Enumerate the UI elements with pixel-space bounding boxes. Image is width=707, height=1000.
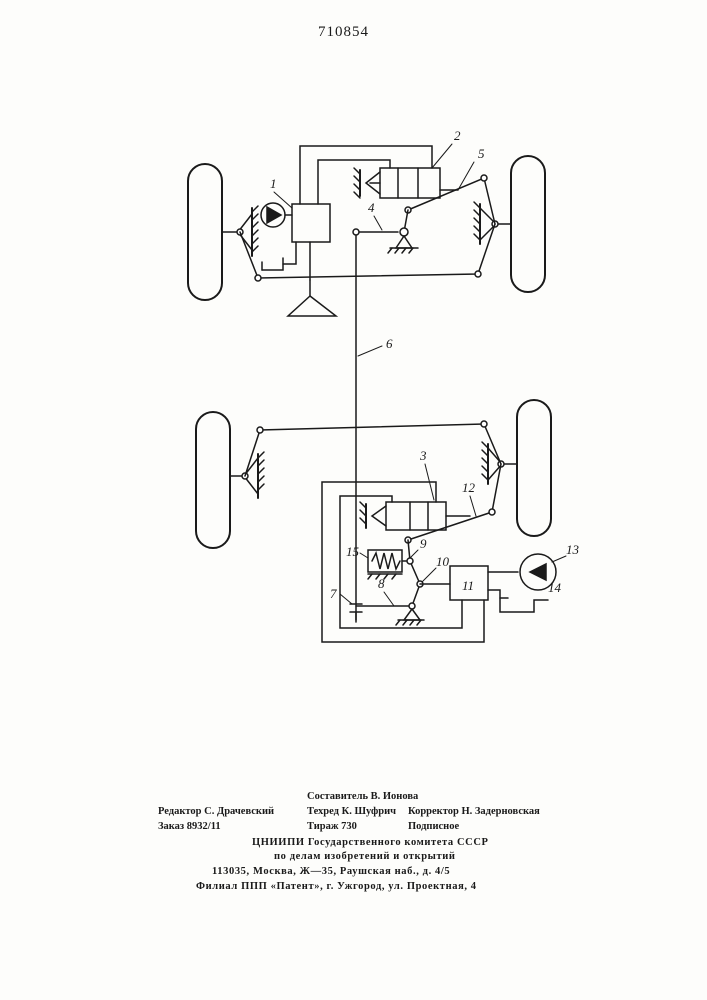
label-15: 15 [346,544,360,559]
label-5: 5 [478,146,485,161]
rear-right-pivot-support [481,441,518,485]
rear-distributor-valve [449,565,489,601]
label-2: 2 [454,128,461,143]
front-pump-icon [260,202,293,228]
label-8: 8 [378,576,385,591]
label-13: 13 [566,542,580,557]
rear-pump-icon [519,553,557,591]
imprint-techred: Техред К. Шуфрич [307,806,397,817]
front-steering-lever [407,176,496,225]
rear-feedback-lever [407,539,421,607]
label-7: 7 [330,586,337,601]
front-hydraulic-cylinder [353,167,459,199]
rear-hydraulic-line-inner [339,495,463,629]
front-tie-rod [239,223,496,279]
label-14: 14 [548,580,562,595]
imprint-address: 113035, Москва, Ж—35, Раушская наб., д. … [212,866,451,877]
imprint-branch: Филиал ППП «Патент», г. Ужгород, ул. Про… [196,881,477,892]
imprint-circulation: Тираж 730 [307,821,357,832]
imprint-org-line1: ЦНИИПИ Государственного комитета СССР [252,837,489,848]
rear-lever-pivot [355,602,425,626]
label-4: 4 [368,200,375,215]
rear-left-wheel [195,411,231,549]
centering-spring-block [367,549,411,580]
label-6: 6 [386,336,393,351]
patent-number: 710854 [318,24,369,40]
rear-tie-rod [244,423,502,477]
imprint-editor: Редактор С. Драчевский [158,806,275,817]
label-10: 10 [436,554,450,569]
front-right-wheel [510,155,546,293]
label-9: 9 [420,536,427,551]
rear-hydraulic-line-outer [321,481,485,643]
label-12: 12 [462,480,476,495]
rear-right-wheel [516,399,552,537]
imprint-subscription: Подписное [408,821,460,832]
front-left-wheel [187,163,223,301]
front-left-pivot-support [221,205,259,257]
imprint-compiler: Составитель В. Ионова [307,791,419,802]
label-11: 11 [462,578,474,593]
steering-column-base [286,295,339,317]
imprint-corrector: Корректор Н. Задерновская [408,806,540,817]
imprint-order: Заказ 8932/11 [158,821,221,832]
rear-tank [487,589,549,613]
front-right-pivot-support [473,201,512,245]
imprint-org-line2: по делам изобретений и открытий [274,851,456,862]
label-1: 1 [270,176,277,191]
front-feedback-lever [352,227,419,254]
label-3: 3 [419,448,427,463]
rear-hydraulic-cylinder [359,501,471,531]
front-distributor-valve [291,203,331,243]
rear-left-pivot-support [229,451,265,499]
